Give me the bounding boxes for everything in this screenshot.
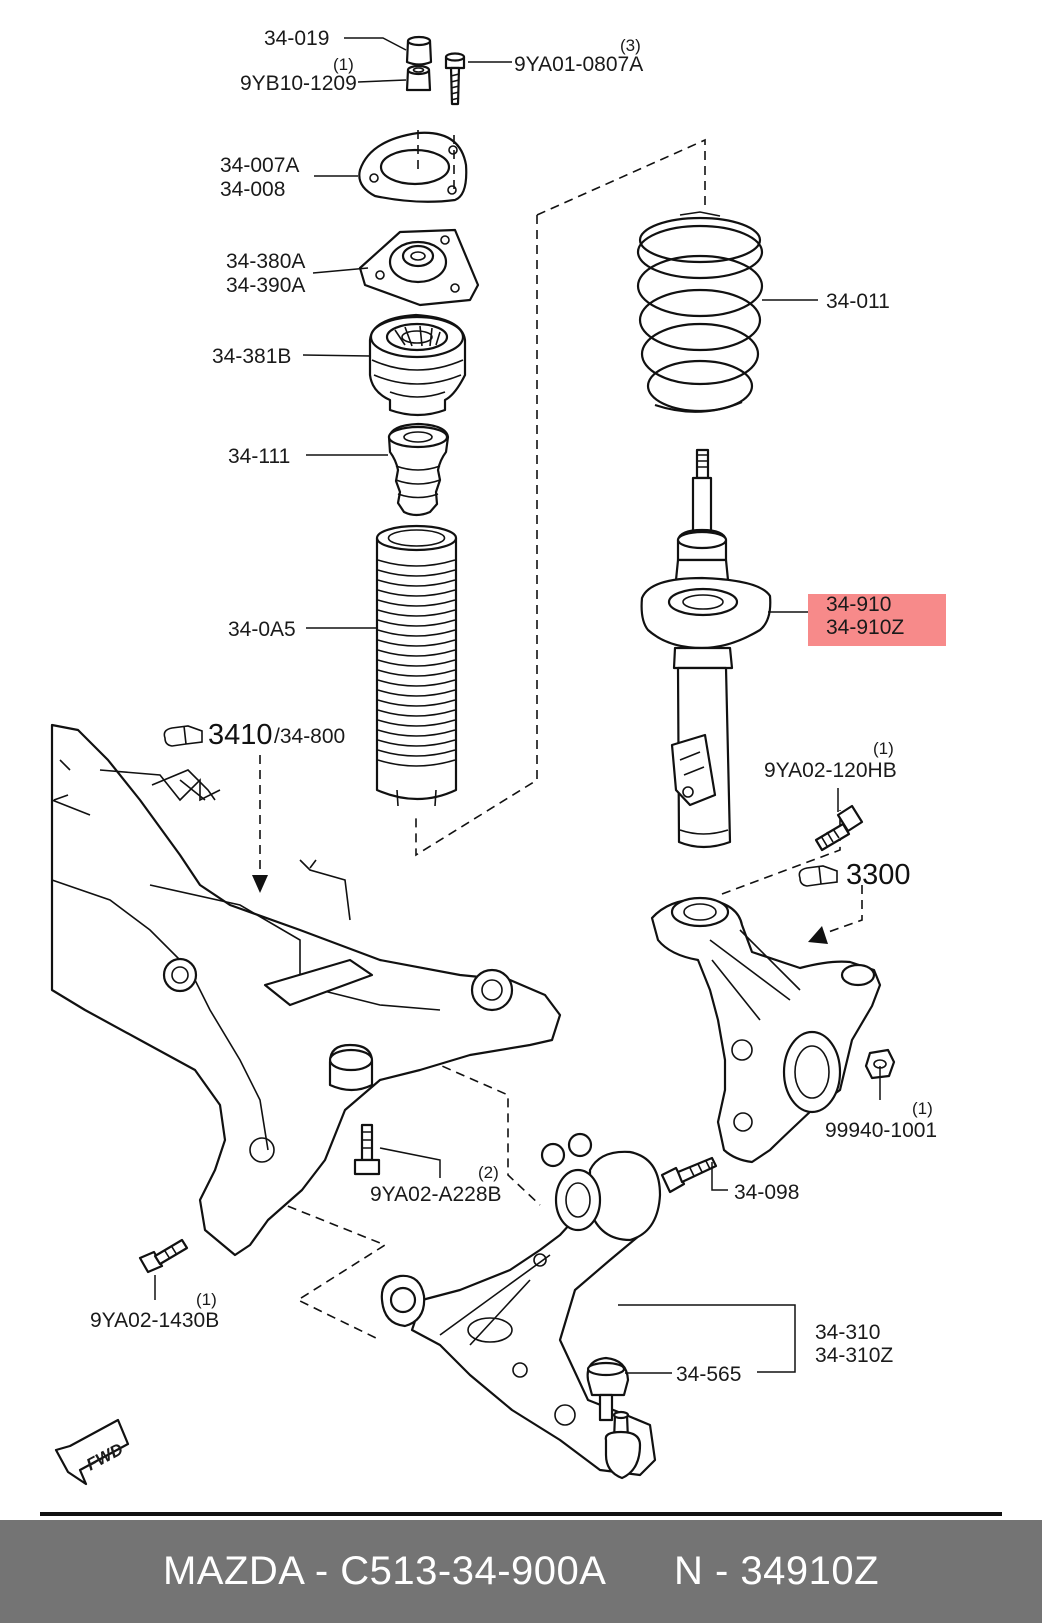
label-9ya02-a228b: 9YA02-A228B [370, 1183, 502, 1206]
label-34-381b: 34-381B [212, 345, 291, 368]
mount-plate-34-007a [358, 130, 468, 203]
qty-label: (1) [912, 1099, 933, 1118]
label-34-390a: 34-390A [226, 274, 305, 297]
steering-knuckle [650, 896, 882, 1164]
pointing-hand-icon [163, 725, 203, 747]
upper-mount-34-380a [358, 228, 480, 307]
bolt-9ya02-a228b [353, 1123, 381, 1176]
footer-text: MAZDA - C513-34-900A N - 34910Z [162, 1549, 880, 1593]
suspension-exploded-diagram: FWD 34-019 (1) 9YB10-12 [40, 27, 1002, 1516]
leader-lines [154, 37, 881, 1374]
shock-absorber-34-910 [640, 448, 772, 849]
diagram-border [40, 1512, 1002, 1516]
ref-arrow-3300 [808, 885, 863, 944]
highlight-box [808, 594, 946, 646]
ref-label-3410: 3410 [208, 719, 273, 751]
nut-9yb10-1209 [405, 64, 432, 92]
label-34-910: 34-910 [826, 593, 891, 616]
qty-label: (1) [196, 1290, 217, 1309]
ball-joint-34-565 [586, 1356, 630, 1422]
qty-label: (2) [478, 1163, 499, 1182]
label-34-380a: 34-380A [226, 250, 305, 273]
ref-label-3300: 3300 [846, 859, 911, 891]
label-34-310z: 34-310Z [815, 1344, 893, 1367]
assembly-dash-knuckle [721, 810, 841, 895]
pointing-hand-icon [798, 865, 838, 887]
label-34-011: 34-011 [826, 290, 890, 313]
label-34-910z: 34-910Z [826, 616, 904, 639]
bearing-34-381b [368, 313, 467, 417]
bolt-9ya02-1430b [138, 1238, 189, 1274]
label-34-008: 34-008 [220, 178, 285, 201]
label-99940-1001: 99940-1001 [825, 1119, 937, 1142]
nut-99940-1001 [864, 1048, 896, 1080]
lower-control-arm-34-310 [380, 1132, 662, 1477]
part-number-footer: MAZDA - C513-34-900A N - 34910Z [0, 1520, 1042, 1623]
qty-label: (1) [333, 55, 354, 74]
bolt-34-098 [660, 1156, 718, 1194]
qty-label: (1) [873, 739, 894, 758]
fwd-arrow-icon: FWD [54, 1418, 130, 1486]
label-34-310: 34-310 [815, 1321, 880, 1344]
cap-34-019 [405, 35, 433, 66]
label-34-800: /34-800 [274, 725, 345, 748]
bump-stop-34-111 [387, 422, 450, 517]
label-34-098: 34-098 [734, 1181, 799, 1204]
label-34-019: 34-019 [264, 27, 329, 50]
coil-spring-34-011 [636, 211, 764, 413]
bolt-9ya02-120hb [814, 804, 864, 852]
label-9ya02-120hb: 9YA02-120HB [764, 759, 897, 782]
label-34-007a: 34-007A [220, 154, 299, 177]
assembly-dash-strut [415, 138, 706, 857]
dust-boot-34-0a5 [375, 524, 458, 807]
assembly-dash-lowerarm [259, 1194, 387, 1341]
bolt-9ya01-0807a [444, 52, 466, 106]
label-34-0a5: 34-0A5 [228, 618, 296, 641]
label-34-111: 34-111 [228, 445, 290, 468]
qty-label: (3) [620, 36, 641, 55]
front-subframe [50, 723, 562, 1257]
ball-joint-stud [604, 1410, 642, 1480]
label-9yb10-1209: 9YB10-1209 [240, 72, 357, 95]
ref-arrow-3410 [252, 755, 268, 893]
label-9ya02-1430b: 9YA02-1430B [90, 1309, 219, 1332]
label-9ya01-0807a: 9YA01-0807A [514, 53, 643, 76]
label-34-565: 34-565 [676, 1363, 741, 1386]
